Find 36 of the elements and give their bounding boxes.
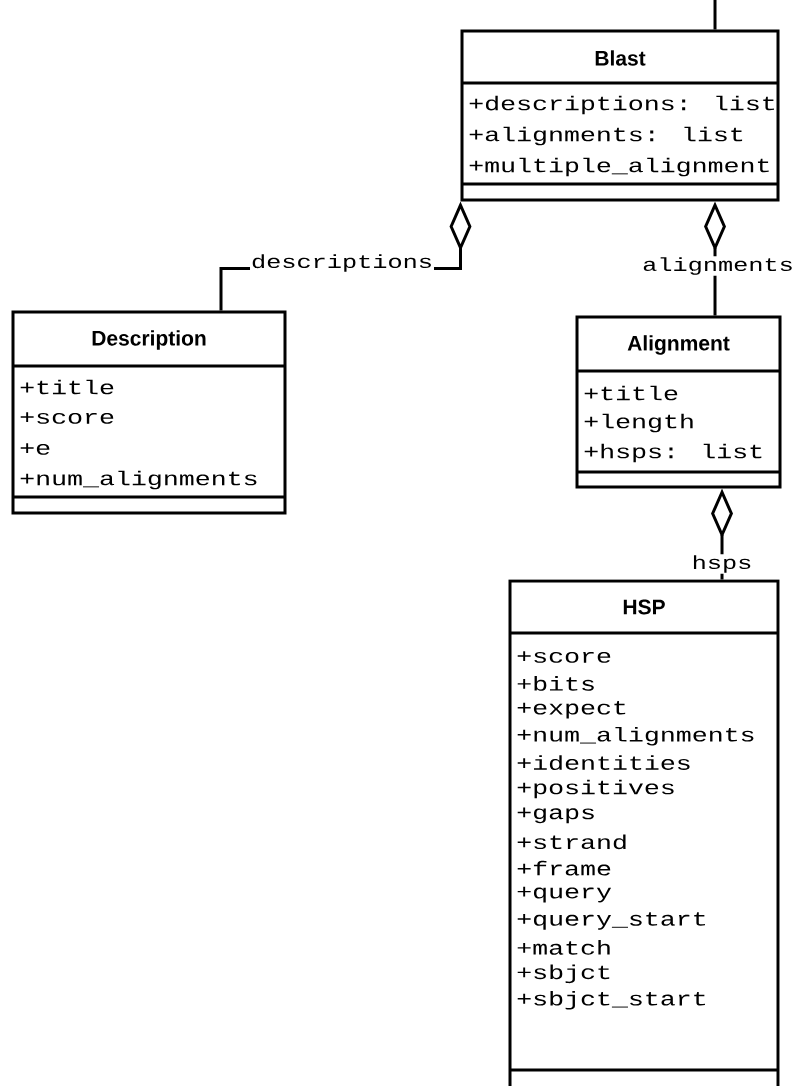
attribute: +multiple_alignment <box>469 157 769 177</box>
attribute: +bits <box>517 676 594 691</box>
attribute: +query_start <box>517 912 705 930</box>
attribute: +num_alignments <box>20 470 257 490</box>
edge-label: alignments <box>641 256 795 276</box>
class-box <box>11 310 287 515</box>
attribute: +hsps: list <box>584 443 762 463</box>
attribute: +frame <box>517 860 611 876</box>
class-name: Alignment <box>627 335 730 355</box>
class-name: Blast <box>595 50 646 66</box>
attribute: +identities <box>517 755 690 770</box>
aggregation-line <box>713 0 717 30</box>
attribute: +match <box>517 940 610 955</box>
class-box <box>575 315 782 489</box>
class-box <box>508 579 780 1086</box>
class-name: Description <box>92 330 206 350</box>
edge-label: descriptions <box>250 253 434 273</box>
attribute: +expect <box>517 701 626 719</box>
attribute: +query <box>517 886 612 903</box>
attribute: +e <box>20 443 50 455</box>
attribute: +gaps <box>517 807 594 824</box>
attribute: +score <box>20 412 114 424</box>
attribute: +descriptions: list <box>469 95 774 115</box>
attribute: +sbjct_start <box>517 990 705 1010</box>
attribute: +num_alignments <box>517 726 754 746</box>
attribute: +title <box>20 379 114 395</box>
attribute: +score <box>517 651 611 663</box>
edge-label: hsps <box>690 554 754 574</box>
class-box <box>460 29 780 202</box>
attribute: +alignments: list <box>469 126 743 146</box>
attribute: +title <box>584 385 678 401</box>
attribute: +strand <box>517 834 626 850</box>
attribute: +length <box>584 413 693 433</box>
class-name: HSP <box>623 599 665 615</box>
attribute: +positives <box>517 779 674 799</box>
attribute: +sbjct <box>517 964 610 984</box>
